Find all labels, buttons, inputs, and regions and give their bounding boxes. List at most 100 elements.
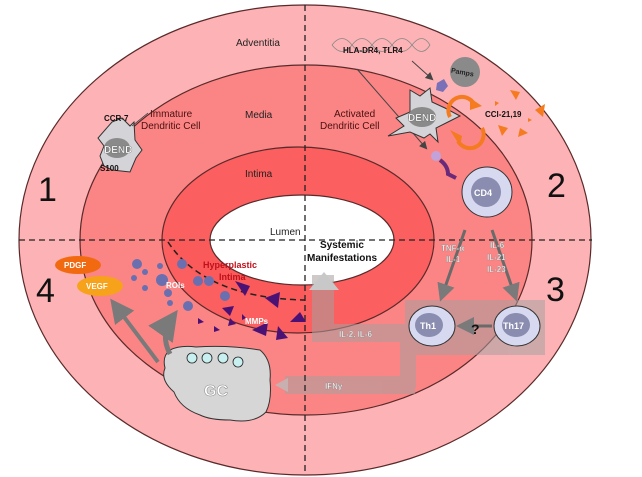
th1-nucleus-icon <box>415 313 443 337</box>
tnf-alpha-label: TNF-α <box>441 244 464 253</box>
immature-cell-label-line1: Immature <box>150 109 193 120</box>
quadrant-number-1: 1 <box>38 171 57 209</box>
hyperplastic-label-line1: Hyperplastic <box>203 260 257 270</box>
mmp-particle <box>290 312 306 322</box>
question-mark: ? <box>471 321 480 337</box>
roi-particle <box>142 285 148 291</box>
quadrant-number-3: 3 <box>546 271 565 309</box>
roi-particle <box>164 289 172 297</box>
roi-particles <box>131 259 230 311</box>
chemokine-particle <box>518 128 528 137</box>
chemokine-cycle-bottom-icon <box>456 127 486 151</box>
mmp-particle <box>222 306 234 316</box>
gc-nucleus-icon <box>217 352 229 364</box>
synapse-tcr-icon <box>438 158 457 180</box>
gc-label: GC <box>204 383 228 400</box>
cd4-nucleus-icon <box>471 177 501 207</box>
gene-arrow <box>411 60 434 81</box>
mmp-particle <box>214 326 220 332</box>
activated-cell-name: DEND <box>408 113 436 124</box>
giant-cell-icon <box>163 345 271 422</box>
roi-particle <box>156 274 168 286</box>
chemokine-particles <box>495 90 545 137</box>
mmps-label: MMPs <box>245 317 269 326</box>
immature-dendritic-cell: DEND CCR-7 S100 Immature Dendritic Cell <box>97 109 200 173</box>
il2-il6-label: IL-2, IL-6 <box>339 330 372 339</box>
mmp-particle <box>252 322 268 336</box>
pamps-icon <box>450 57 480 87</box>
quadrant-number-2: 2 <box>547 167 566 205</box>
pdgf-badge <box>55 256 101 274</box>
gc-nuclei <box>186 352 244 368</box>
roi-particle <box>220 291 230 301</box>
mmp-particle <box>276 326 288 340</box>
chemokine-particle <box>498 125 508 136</box>
synapse-mhc-icon <box>431 151 441 161</box>
mmp-particle <box>198 318 204 324</box>
ifn-up-band <box>400 340 416 388</box>
hyperplastic-boundary <box>167 241 306 301</box>
chemokine-label: CCl-21,19 <box>485 110 522 119</box>
hyperplastic-intima-group: PDGF VEGF ROIs Hyperplastic Intima <box>55 256 306 422</box>
th17-label: Th17 <box>503 321 524 331</box>
chemokine-particle <box>535 104 545 117</box>
activated-cell-label-line2: Dendritic Cell <box>320 121 379 132</box>
adventitia-label: Adventitia <box>236 38 280 49</box>
th-differentiation-group: TNF-α IL-1 IL-6 IL-21 IL-23 Th1 Th17 ? I… <box>325 229 541 391</box>
roi-particle <box>142 269 148 275</box>
s100-label: S100 <box>100 164 119 173</box>
ifn-band <box>285 376 415 394</box>
gc-nucleus-icon <box>186 352 198 364</box>
immature-cell-name: DEND <box>104 145 132 156</box>
ifn-arrow-head <box>275 378 288 392</box>
chemokine-particle <box>510 90 520 100</box>
gc-nucleus-icon <box>232 356 244 368</box>
lumen-label: Lumen <box>270 227 301 238</box>
hyperplastic-label-line2: Intima <box>219 272 246 282</box>
gene-to-cd4-arrow <box>356 68 428 150</box>
roi-particle <box>132 259 142 269</box>
activated-dendritic-cell-group: HLA-DR4, TLR4 Pamps DEND Activated Dendr… <box>320 38 545 218</box>
gc-to-vegf-arrow <box>110 298 160 364</box>
gc-nucleus-icon <box>201 352 213 364</box>
roi-particle <box>177 259 187 269</box>
vegf-label: VEGF <box>86 282 108 291</box>
il23-label: IL-23 <box>487 265 506 274</box>
cd4-label: CD4 <box>474 188 492 198</box>
hla-tlr4-label: HLA-DR4, TLR4 <box>343 46 403 55</box>
immature-cell-pointer <box>131 112 149 127</box>
intima-label: Intima <box>245 169 273 180</box>
il1-label: IL-1 <box>446 255 461 264</box>
il6-label: IL-6 <box>490 241 505 250</box>
il-band <box>312 324 414 342</box>
systemic-label-line1: Systemic <box>320 240 364 251</box>
chemokine-particle <box>495 101 499 106</box>
pamps-label: Pamps <box>450 68 474 79</box>
roi-particle <box>157 263 163 269</box>
mmp-particles <box>198 281 306 340</box>
pdgf-label: PDGF <box>64 261 86 270</box>
media-label: Media <box>245 110 273 121</box>
chemokine-particle <box>528 118 532 122</box>
mmp-particle <box>242 314 246 320</box>
th17-nucleus-icon <box>502 313 530 337</box>
vegf-badge <box>77 276 123 296</box>
mmp-particle <box>265 292 280 308</box>
rois-label: ROIs <box>166 281 185 290</box>
cd4-to-th17-arrow <box>490 229 520 302</box>
activated-cell-label-line1: Activated <box>334 109 375 120</box>
quadrant-number-4: 4 <box>36 272 55 310</box>
roi-particle <box>183 301 193 311</box>
roi-particle <box>193 276 203 286</box>
roi-particle <box>204 276 214 286</box>
roi-particle <box>167 300 173 306</box>
systemic-label-line2: Manifestations <box>307 253 377 264</box>
activated-cell-nucleus-icon <box>408 107 436 127</box>
dna-helix-strand2-icon <box>331 38 431 52</box>
tlr-receptor-icon <box>436 79 448 92</box>
gc-to-intima-arrow <box>148 309 178 356</box>
systemic-arrow-head <box>309 272 339 290</box>
ifn-gamma-label: IFNγ <box>325 382 343 391</box>
immature-cell-nucleus-icon <box>104 138 130 158</box>
